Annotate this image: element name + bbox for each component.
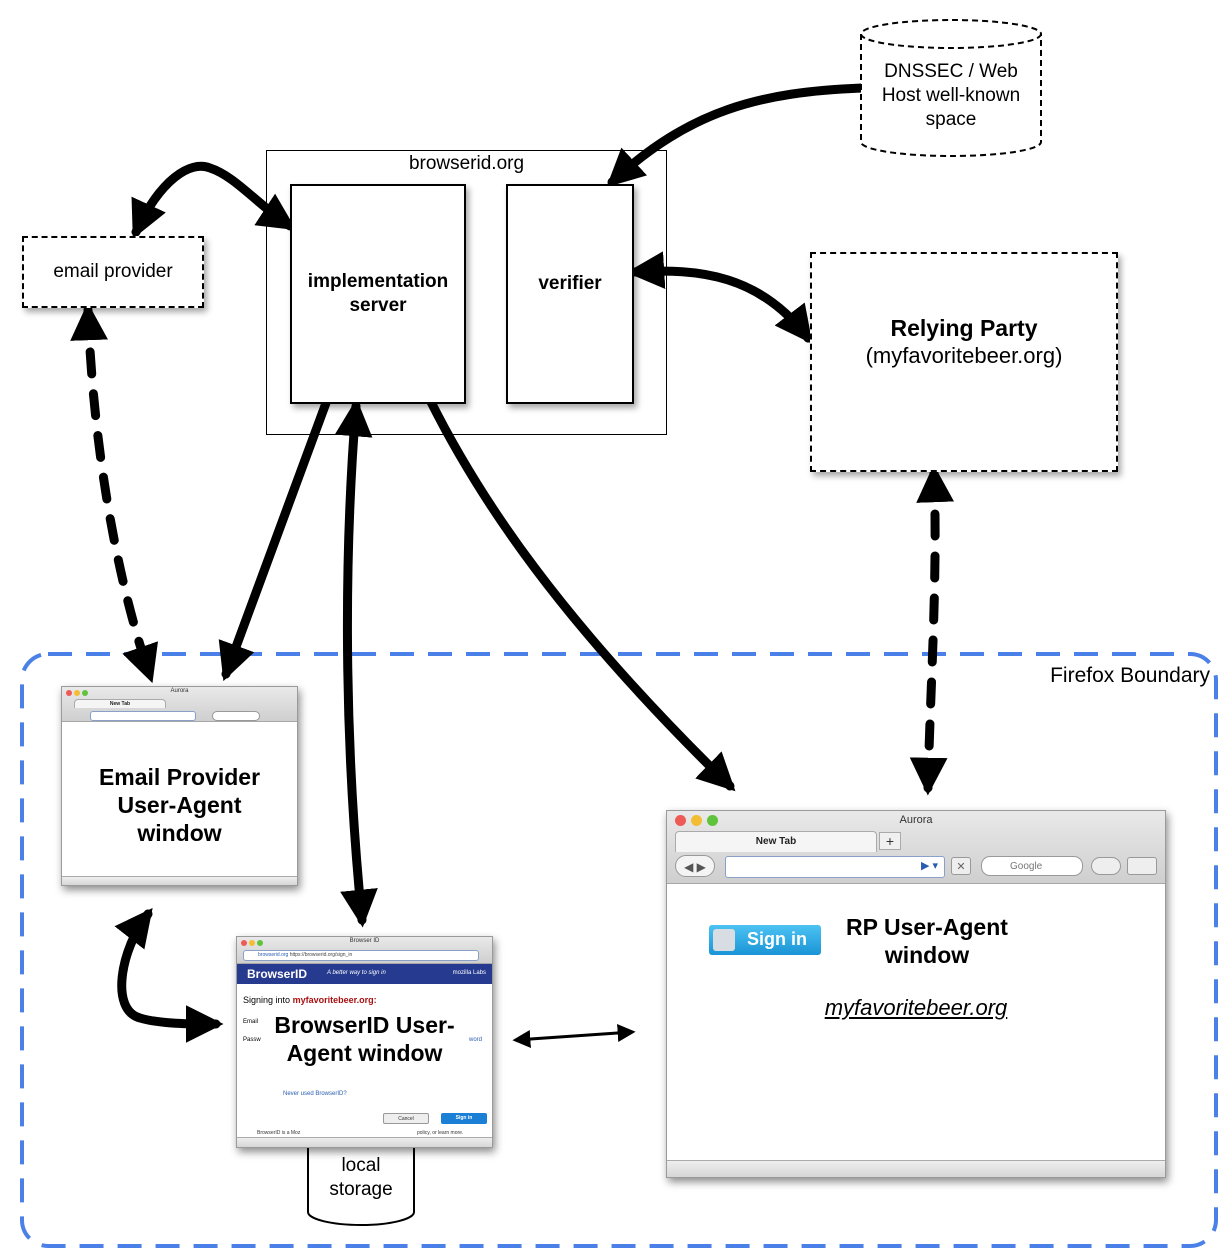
rp-search-input[interactable]: Google [981,856,1083,876]
implementation-server: implementation server [290,184,466,404]
forgot-password-link[interactable]: word [468,1037,482,1043]
verifier: verifier [506,184,634,404]
zoom-dot-icon[interactable] [257,940,263,946]
relying-party: Relying Party (myfavoritebeer.org) [810,252,1118,472]
browserid-org-group [266,150,667,435]
back-forward-icon[interactable]: ◀ ▶ [675,855,715,877]
local-storage-label: local storage [329,1155,393,1200]
rp-url-input[interactable]: ▶ ▾ [725,856,945,878]
never-used-link[interactable]: Never used BrowserID? [283,1091,347,1097]
browserid-header-bar: BrowserID A better way to sign in mozill… [237,964,492,984]
signing-into-site: myfavoritebeer.org: [292,995,377,1005]
browserid-url-input[interactable]: browserid.org https://browserid.org/sign… [243,950,479,961]
browserid-ua-label: BrowserID User-Agent window [274,1012,455,1066]
email-provider-label: email provider [53,261,173,282]
cancel-button[interactable]: Cancel [383,1113,429,1124]
zoom-dot-icon[interactable] [707,815,718,826]
browserid-url-path: https://browserid.org/sign_in [289,952,353,958]
mozilla-labs-logo: mozilla Labs [452,970,486,976]
arrow-implserver-browseridua [334,398,378,928]
signing-into-label: Signing into [243,995,291,1005]
firefox-boundary-rect [20,652,1218,1248]
zoom-dot-icon[interactable] [82,690,88,696]
rp-sign-in-label: Sign in [747,929,807,949]
arrow-emailua-browseridua [114,908,224,1043]
email-window-toolbar: Aurora New Tab [62,687,297,722]
adblock-icon[interactable] [1091,857,1121,875]
arrow-emailprovider-emailua [70,302,159,684]
browserid-tagline: A better way to sign in [327,970,386,976]
browserid-window-title: Browser ID [349,938,380,944]
email-field-label: Email [243,1019,259,1025]
rp-ua-label: RP User-Agent window [846,914,1008,968]
browserid-ua-window: Browser ID browserid.org https://browser… [236,936,493,1148]
browserid-url-site: browserid.org [258,952,289,958]
rp-site-link[interactable]: myfavoritebeer.org [824,995,1008,1020]
email-provider-ua-window: Aurora New Tab Email Provider User-Agent… [61,686,298,886]
dnssec-label: DNSSEC / Web Host well-known space [881,61,1021,130]
relying-party-title: Relying Party [890,315,1038,341]
email-window-url-input[interactable] [90,711,196,721]
sign-in-button[interactable]: Sign in [441,1113,487,1124]
password-field-label: Passw [243,1037,261,1043]
browserid-brand: BrowserID [247,967,308,981]
minimize-dot-icon[interactable] [249,940,255,946]
rp-window-statusbar [667,1160,1165,1177]
implementation-server-label: implementation server [307,271,449,316]
email-window-tab[interactable]: New Tab [74,699,166,708]
dnssec-cylinder [860,19,1042,157]
footer-right-text: policy, or learn more. [417,1130,464,1136]
go-arrow-icon[interactable]: ▶ ▾ [920,860,938,872]
browserid-window-statusbar [237,1137,492,1147]
arrow-relyingparty-rpua [909,464,955,796]
stop-icon[interactable]: ✕ [951,857,971,875]
rp-sign-in-button[interactable]: Sign in [709,925,821,955]
arrow-browseridua-rpua [512,1024,636,1048]
user-avatar-icon [713,929,735,951]
email-window-search-input[interactable] [212,711,260,721]
browserid-org-label: browserid.org [408,153,525,174]
relying-party-domain: (myfavoritebeer.org) [865,343,1063,368]
arrow-dnssec-to-verifier [606,83,867,188]
signing-into-text: Signing into myfavoritebeer.org: [243,995,377,1005]
arrow-emailprovider-implserver [131,161,297,239]
email-ua-label: Email Provider User-Agent window [98,764,261,846]
rp-window-toolbar: Aurora New Tab + ◀ ▶ ▶ ▾ ✕ Google [667,811,1165,884]
firefox-boundary-label: Firefox Boundary [1050,664,1210,687]
new-tab-plus-icon[interactable]: + [879,832,901,850]
arrow-implserver-emailua [218,398,331,682]
minimize-dot-icon[interactable] [74,690,80,696]
footer-left-text: BrowserID is a Moz [257,1130,301,1136]
email-window-title: Aurora [170,688,189,694]
email-window-statusbar [62,876,297,885]
bookmark-menu-icon[interactable] [1127,857,1157,875]
rp-window-tab[interactable]: New Tab [675,831,877,852]
close-dot-icon[interactable] [675,815,686,826]
rp-ua-window: Aurora New Tab + ◀ ▶ ▶ ▾ ✕ Google Sign i… [666,810,1166,1178]
rp-window-title: Aurora [899,814,933,826]
close-dot-icon[interactable] [241,940,247,946]
close-dot-icon[interactable] [66,690,72,696]
verifier-label: verifier [538,273,602,294]
arrow-verifier-relyingparty [626,251,813,345]
browserid-window-toolbar: Browser ID browserid.org https://browser… [237,937,492,964]
minimize-dot-icon[interactable] [691,815,702,826]
email-provider: email provider [22,236,204,308]
arrow-implserver-rpua [425,395,736,792]
